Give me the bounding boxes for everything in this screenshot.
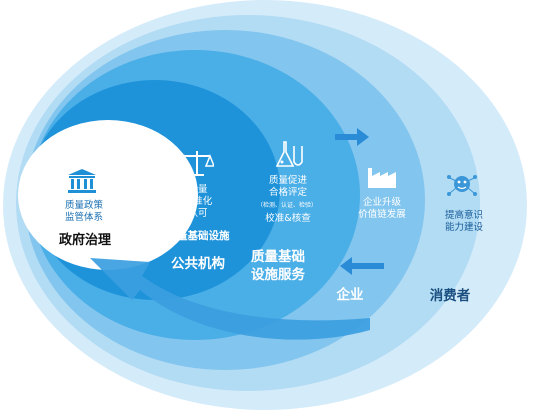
consumer-title: 消费者 — [429, 288, 471, 304]
core-policy-text: 质量政策 监管体系 — [64, 200, 103, 223]
institution-title: 公共机构 — [171, 256, 225, 272]
balance-scale-icon — [180, 151, 214, 176]
left-arrow-icon — [340, 257, 384, 275]
feedback-curve-arrow-icon — [90, 258, 370, 340]
service-calibration-text: 校准&核查 — [265, 213, 311, 224]
government-building-icon — [68, 169, 96, 193]
service-title: 质量基础 设施服务 — [251, 249, 305, 283]
consumer-awareness-text: 提高意识 能力建设 — [444, 210, 483, 233]
institution-infra-label: 质量基础设施 — [166, 230, 230, 242]
service-assessment-text: 质量促进 合格评定 — [268, 175, 307, 198]
people-network-icon — [447, 175, 477, 196]
right-arrow-icon — [335, 128, 369, 146]
core-title: 政府治理 — [58, 233, 111, 248]
enterprise-title: 企业 — [336, 287, 364, 303]
core-circle — [18, 120, 198, 270]
institution-metrology-text: 计量 标准化 认可 — [183, 184, 213, 219]
factory-icon — [368, 168, 396, 188]
service-assessment-detail: （检测、认证、检验） — [256, 202, 317, 209]
lab-flask-icon — [275, 141, 303, 167]
enterprise-upgrade-text: 企业升级 价值链发展 — [358, 197, 406, 220]
